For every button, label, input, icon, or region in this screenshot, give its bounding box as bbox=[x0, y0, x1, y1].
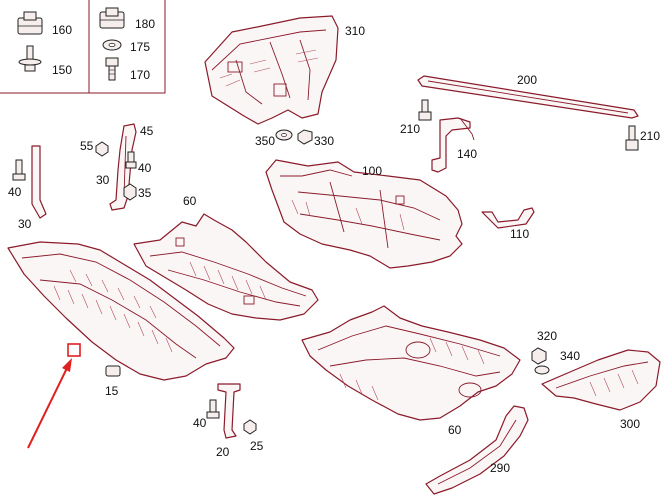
part-label-45: 45 bbox=[140, 124, 154, 138]
part-25-nut bbox=[243, 419, 257, 435]
part-label-35: 35 bbox=[138, 186, 152, 200]
screw-washer-icon bbox=[18, 45, 42, 72]
part-15-clip bbox=[105, 365, 121, 377]
part-label-200: 200 bbox=[517, 73, 537, 87]
legend-border bbox=[0, 0, 166, 94]
part-140-bracket bbox=[431, 117, 475, 173]
part-300-side-shield bbox=[541, 349, 661, 411]
part-60-rear-shield bbox=[301, 305, 521, 421]
part-210-bolt-right bbox=[625, 125, 639, 151]
part-350-washer bbox=[275, 129, 293, 141]
part-label-40-lower: 40 bbox=[193, 416, 207, 430]
part-label-210-right: 210 bbox=[640, 129, 660, 143]
part-label-330: 330 bbox=[314, 134, 334, 148]
part-label-290: 290 bbox=[490, 461, 510, 475]
part-55-nut bbox=[95, 141, 109, 157]
part-front-splash-guard bbox=[7, 241, 235, 381]
part-label-25: 25 bbox=[250, 439, 264, 453]
part-label-170: 170 bbox=[130, 68, 150, 82]
part-label-140: 140 bbox=[457, 147, 477, 161]
part-label-180: 180 bbox=[135, 17, 155, 31]
part-35-nut bbox=[123, 183, 137, 201]
part-label-55: 55 bbox=[80, 139, 94, 153]
part-label-340: 340 bbox=[560, 349, 580, 363]
part-label-110: 110 bbox=[510, 227, 529, 241]
part-20-bracket bbox=[217, 383, 241, 439]
part-label-15: 15 bbox=[105, 384, 119, 398]
part-label-320: 320 bbox=[537, 329, 557, 343]
fastener-legend: 160 150 180 175 170 bbox=[0, 0, 166, 94]
bolt-icon bbox=[105, 57, 119, 81]
part-label-40-left: 40 bbox=[8, 185, 22, 199]
part-label-20: 20 bbox=[216, 445, 230, 459]
part-label-350: 350 bbox=[255, 134, 275, 148]
part-290-support-bracket bbox=[425, 405, 529, 495]
part-330-nut bbox=[297, 129, 313, 145]
part-label-150: 150 bbox=[52, 63, 72, 77]
part-label-40-upper: 40 bbox=[138, 161, 152, 175]
part-40-bolt-lower bbox=[206, 399, 220, 419]
washer-icon bbox=[102, 39, 122, 51]
spring-clip-icon bbox=[99, 7, 125, 29]
part-210-bolt-left bbox=[418, 99, 432, 121]
part-label-100: 100 bbox=[362, 164, 382, 178]
highlight-box bbox=[67, 343, 81, 357]
part-label-175: 175 bbox=[130, 40, 150, 54]
part-45-bracket bbox=[109, 123, 137, 211]
part-40-bolt-upper bbox=[125, 151, 137, 169]
part-label-30-left: 30 bbox=[18, 217, 32, 231]
part-320-nut bbox=[531, 347, 547, 365]
clip-nut-icon bbox=[17, 11, 43, 35]
part-40-bolt-left bbox=[12, 159, 26, 181]
part-60-center-shield bbox=[133, 213, 319, 321]
part-label-160: 160 bbox=[52, 23, 72, 37]
part-200-strut-rod bbox=[417, 75, 639, 119]
part-label-30-upper: 30 bbox=[96, 173, 110, 187]
part-310-engine-shield bbox=[204, 15, 339, 125]
part-110-bracket bbox=[481, 207, 535, 229]
part-label-60-rear: 60 bbox=[448, 423, 462, 437]
part-label-300: 300 bbox=[620, 417, 640, 431]
part-100-engine-undershield bbox=[265, 159, 463, 269]
part-label-310: 310 bbox=[345, 24, 365, 38]
part-label-60-center: 60 bbox=[183, 194, 197, 208]
part-340-washer bbox=[534, 365, 550, 375]
part-30-bracket-left bbox=[31, 145, 47, 219]
pointer-arrow-icon bbox=[27, 358, 72, 449]
part-label-210-left: 210 bbox=[400, 122, 420, 136]
